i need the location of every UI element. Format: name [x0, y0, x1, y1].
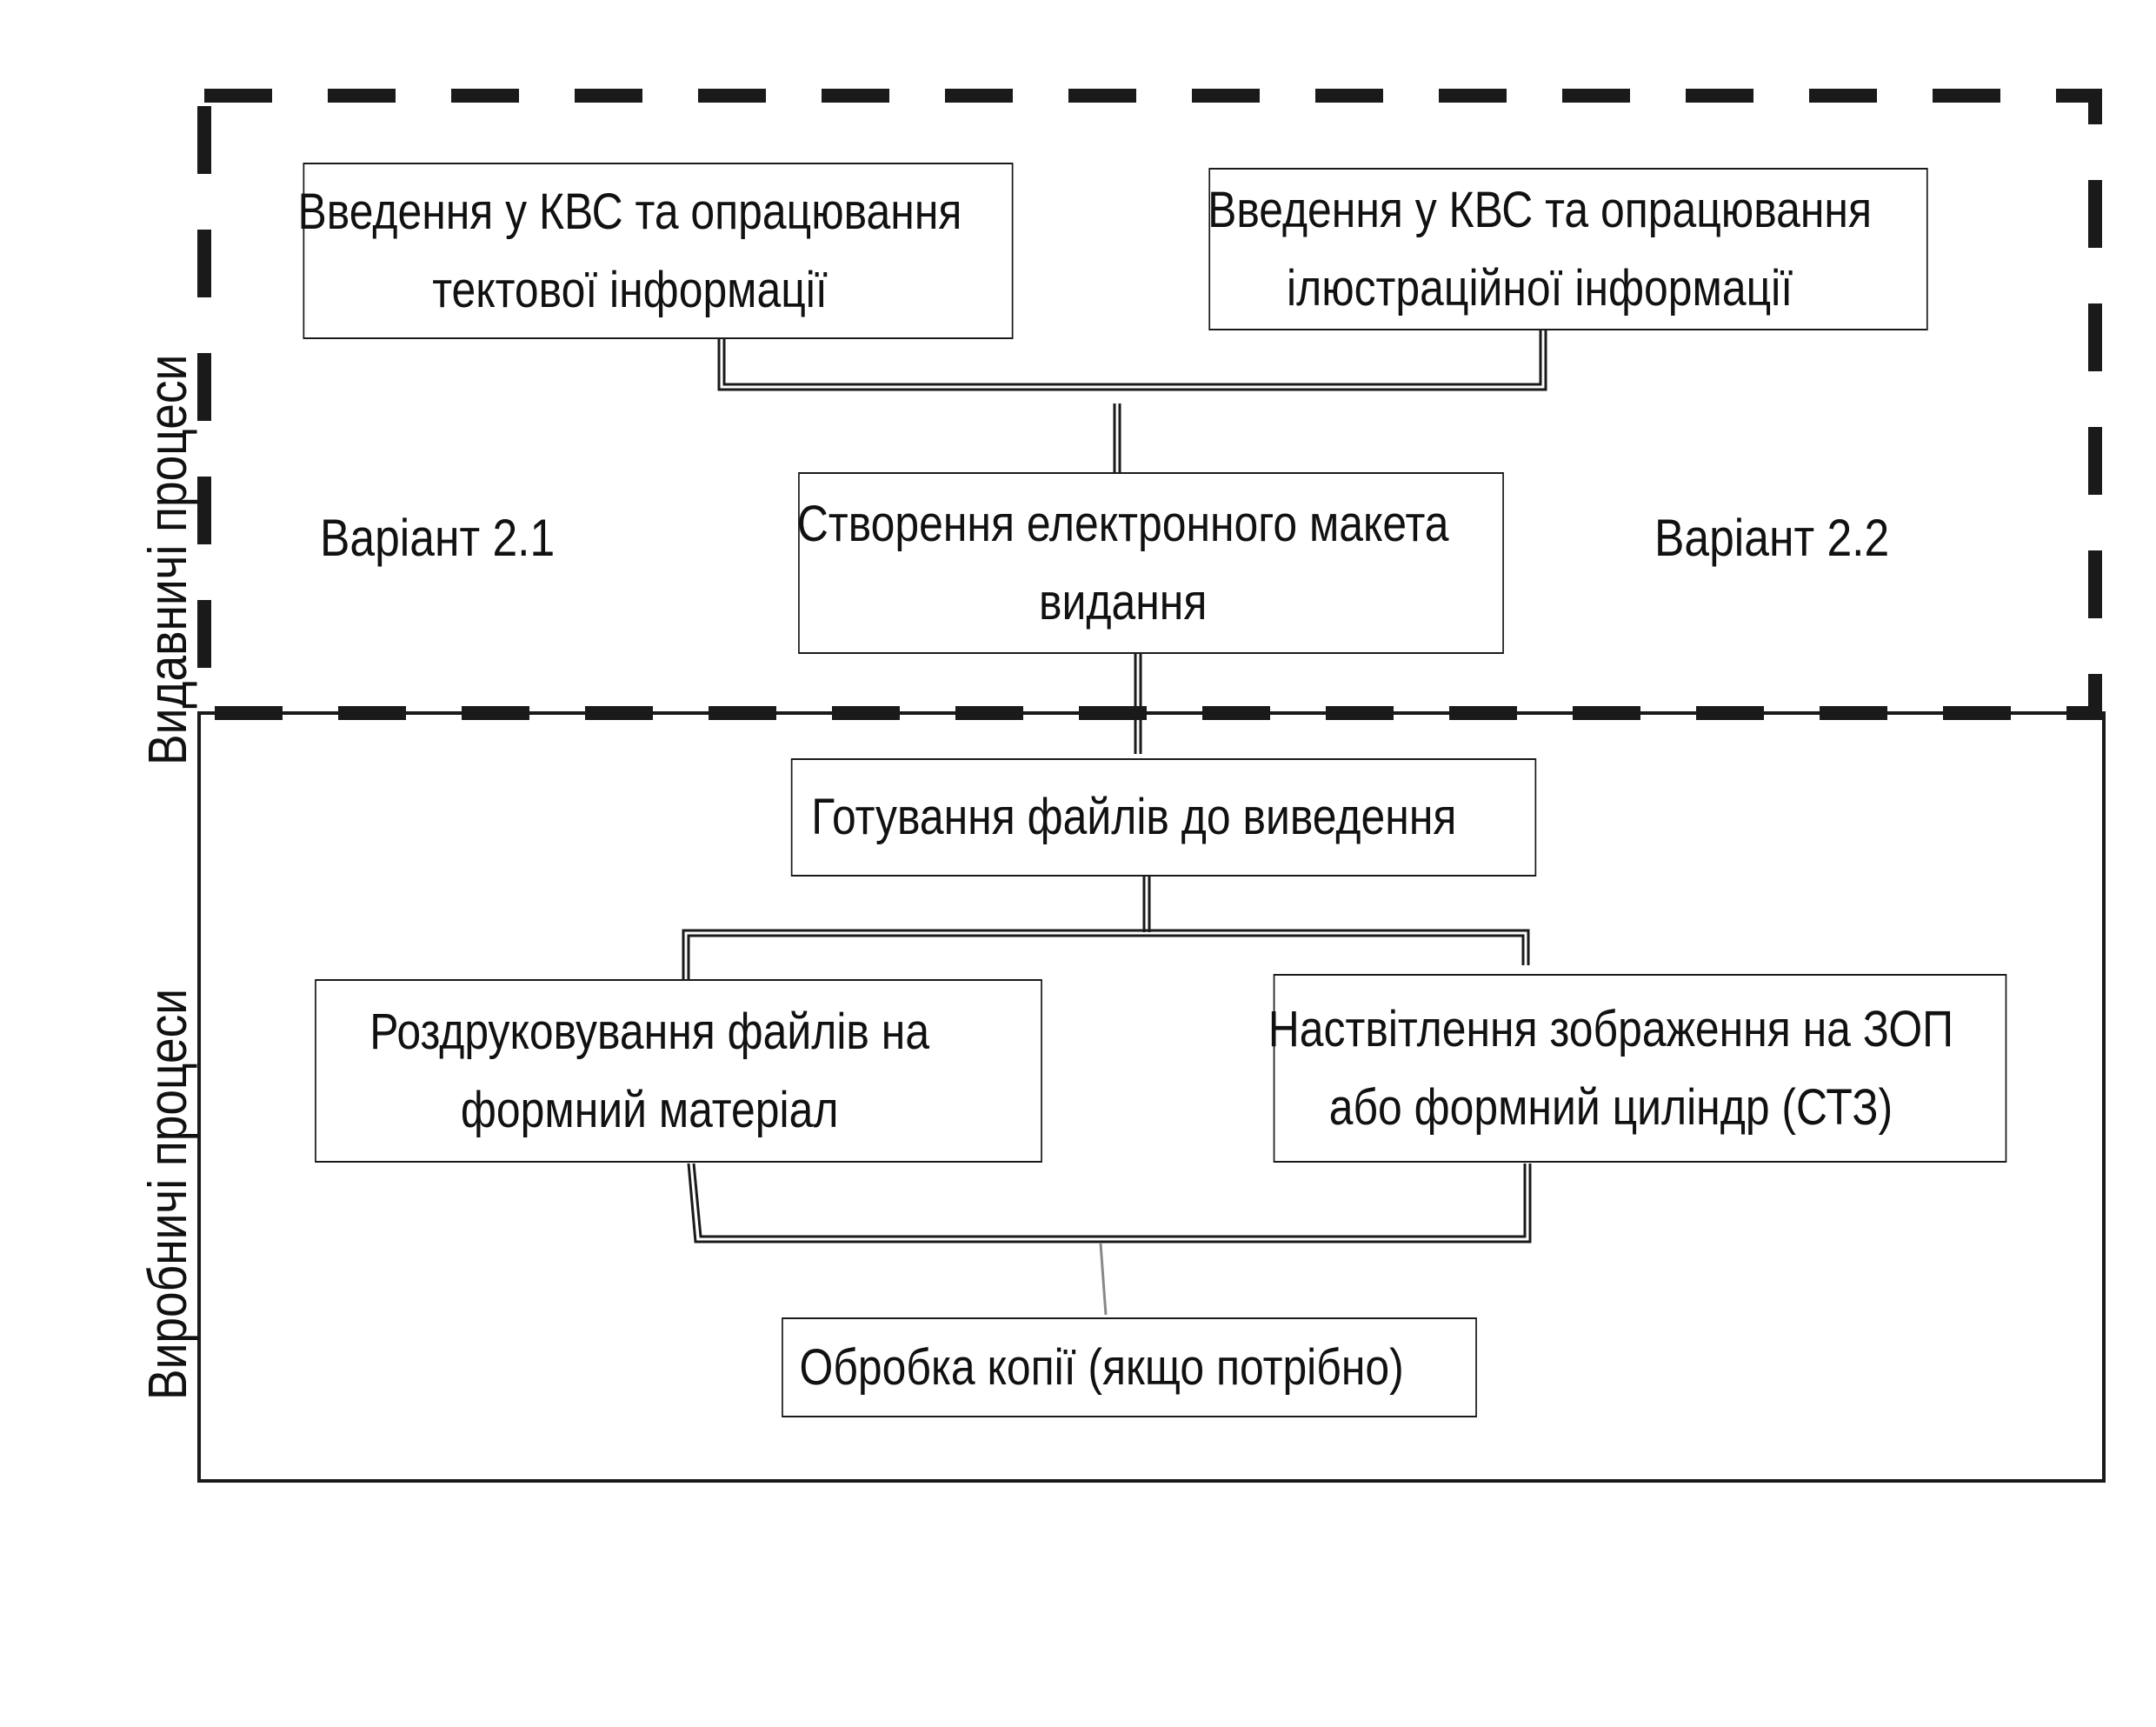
layout-box: Створення електронного макета видання [797, 472, 1504, 654]
prepare-line1: Готування файлів до виведення [811, 789, 1457, 846]
connector-layout-to-prepare [1134, 654, 1142, 754]
variant-right-label: Варіант 2.2 [1654, 509, 1890, 567]
image-input-line1: Введення у КВС та опрацювання [1208, 181, 1872, 238]
expose-box: Наствітлення зображення на ЗОП або формн… [1268, 974, 2007, 1163]
text-input-line2: тектової інформації [432, 261, 828, 318]
print-files-line2: формний матеріал [460, 1081, 839, 1138]
connector-outputs-to-copy [687, 1163, 1532, 1244]
text-input-box: Введення у КВС та опрацювання тектової і… [298, 163, 1014, 339]
production-region-frame [197, 711, 2106, 1483]
connector-inputs-to-layout [717, 330, 1547, 472]
layout-line1: Створення електронного макета [796, 495, 1449, 552]
expose-line1: Наствітлення зображення на ЗОП [1268, 1000, 1954, 1057]
image-input-line2: ілюстраційної інформації [1287, 259, 1793, 317]
production-region-label: Виробничі процеси [138, 988, 198, 1400]
print-files-box: Роздруковування файлів на формний матері… [315, 979, 1042, 1163]
text-input-line1: Введення у КВС та опрацювання [297, 183, 962, 240]
publishing-region-label: Видавничі процеси [138, 354, 198, 765]
image-input-box: Введення у КВС та опрацювання ілюстрацій… [1208, 168, 1928, 330]
variant-left-label: Варіант 2.1 [320, 509, 556, 567]
expose-line2: або формний циліндр (СТЗ) [1328, 1078, 1893, 1136]
print-files-line1: Роздруковування файлів на [369, 1003, 930, 1060]
copy-processing-box: Обробка копії (якщо потрібно) [782, 1317, 1477, 1417]
connector-prepare-split [682, 877, 1530, 979]
prepare-box: Готування файлів до виведення [790, 758, 1537, 877]
layout-line2: видання [1039, 573, 1208, 630]
connector-thin-to-copy [1099, 1243, 1108, 1316]
copy-processing-line1: Обробка копії (якщо потрібно) [799, 1338, 1404, 1396]
publishing-region-frame [197, 89, 2102, 720]
